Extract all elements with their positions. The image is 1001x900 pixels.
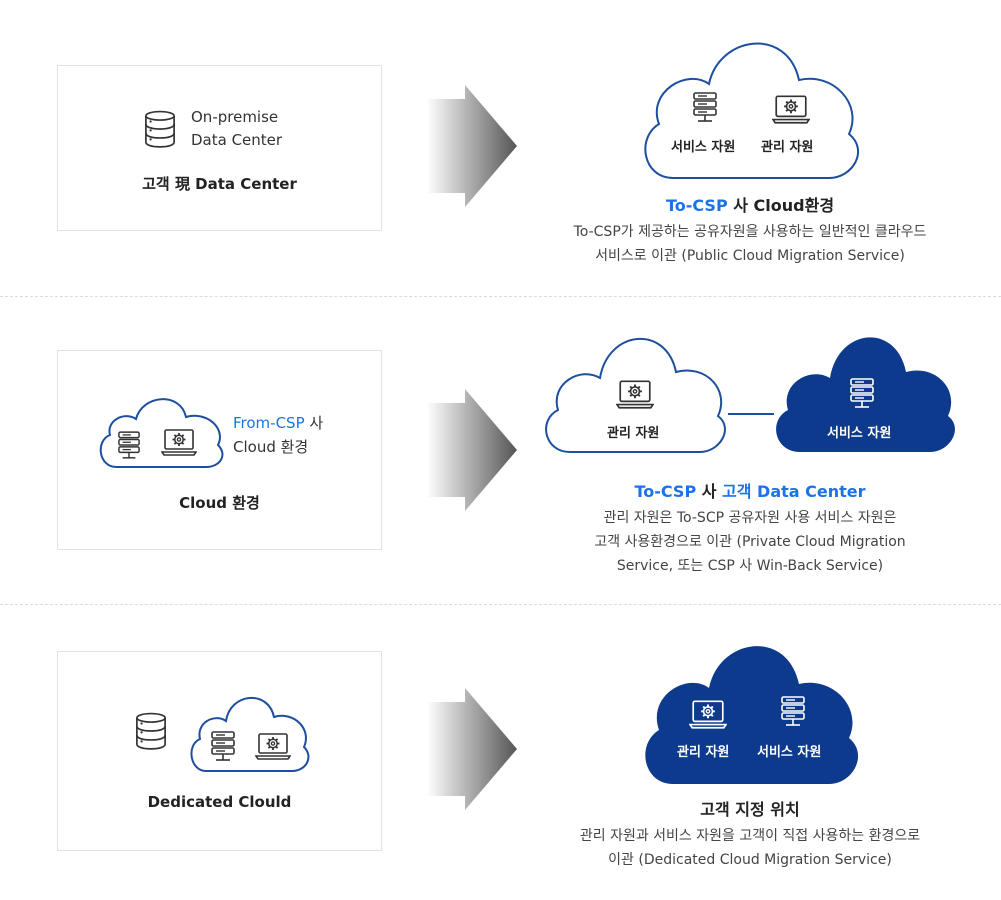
database-icon — [144, 110, 176, 148]
cloud-service-resource-label: 서비스 자원 — [757, 745, 822, 760]
server-icon — [211, 726, 235, 766]
cloud-icon — [644, 42, 860, 179]
cloud-management-resource-label: 관리 자원 — [761, 140, 814, 155]
server-icon — [693, 92, 717, 122]
section-divider — [0, 296, 1001, 297]
source-caption: Dedicated Clould — [147, 793, 292, 811]
cloud-icon — [645, 646, 859, 784]
database-icon — [135, 711, 167, 751]
laptop-gear-icon — [616, 378, 654, 410]
target-description: 관리 자원은 To-SCP 공유자원 사용 서비스 자원은 고객 사용환경으로 … — [594, 510, 906, 574]
source-box-onpremise: On-premise Data Center 고객 現 Data Center — [57, 65, 382, 231]
server-icon — [781, 693, 805, 729]
connector-line — [728, 413, 774, 415]
from-csp-label-line2: Cloud 환경 — [233, 438, 309, 456]
laptop-gear-icon — [161, 427, 197, 457]
cloud-service-resource-label: 서비스 자원 — [671, 140, 736, 155]
target-description: 관리 자원과 서비스 자원을 고객이 직접 사용하는 환경으로 이관 (Dedi… — [579, 828, 921, 868]
from-csp-label-line1: From-CSP 사 — [233, 414, 324, 432]
source-caption: Cloud 환경 — [179, 494, 260, 512]
source-box-cloud: From-CSP 사 Cloud 환경 Cloud 환경 — [57, 350, 382, 550]
laptop-gear-icon — [255, 730, 291, 762]
laptop-gear-icon — [689, 698, 727, 730]
cloud-icon — [190, 697, 310, 772]
laptop-gear-icon — [772, 93, 810, 125]
source-caption: 고객 現 Data Center — [142, 175, 297, 193]
server-icon — [118, 426, 140, 464]
server-icon — [850, 376, 874, 410]
section-divider — [0, 604, 1001, 605]
arrow-right-icon — [427, 688, 517, 810]
cloud-management-resource-label: 관리 자원 — [607, 426, 660, 441]
source-box-dedicated: Dedicated Clould — [57, 651, 382, 851]
cloud-service-resource-label: 서비스 자원 — [827, 426, 892, 441]
target-title: To-CSP 사 고객 Data Center — [634, 482, 866, 501]
arrow-right-icon — [427, 389, 517, 511]
onpremise-label-line1: On-premise — [191, 108, 279, 126]
onpremise-label-line2: Data Center — [191, 131, 283, 149]
target-title: 고객 지정 위치 — [700, 800, 800, 819]
target-title: To-CSP 사 Cloud환경 — [665, 196, 835, 215]
cloud-management-resource-label: 관리 자원 — [677, 745, 730, 760]
target-description: To-CSP가 제공하는 공유자원을 사용하는 일반적인 클라우드 서비스로 이… — [573, 224, 927, 264]
arrow-right-icon — [427, 85, 517, 207]
cloud-icon — [99, 398, 224, 468]
